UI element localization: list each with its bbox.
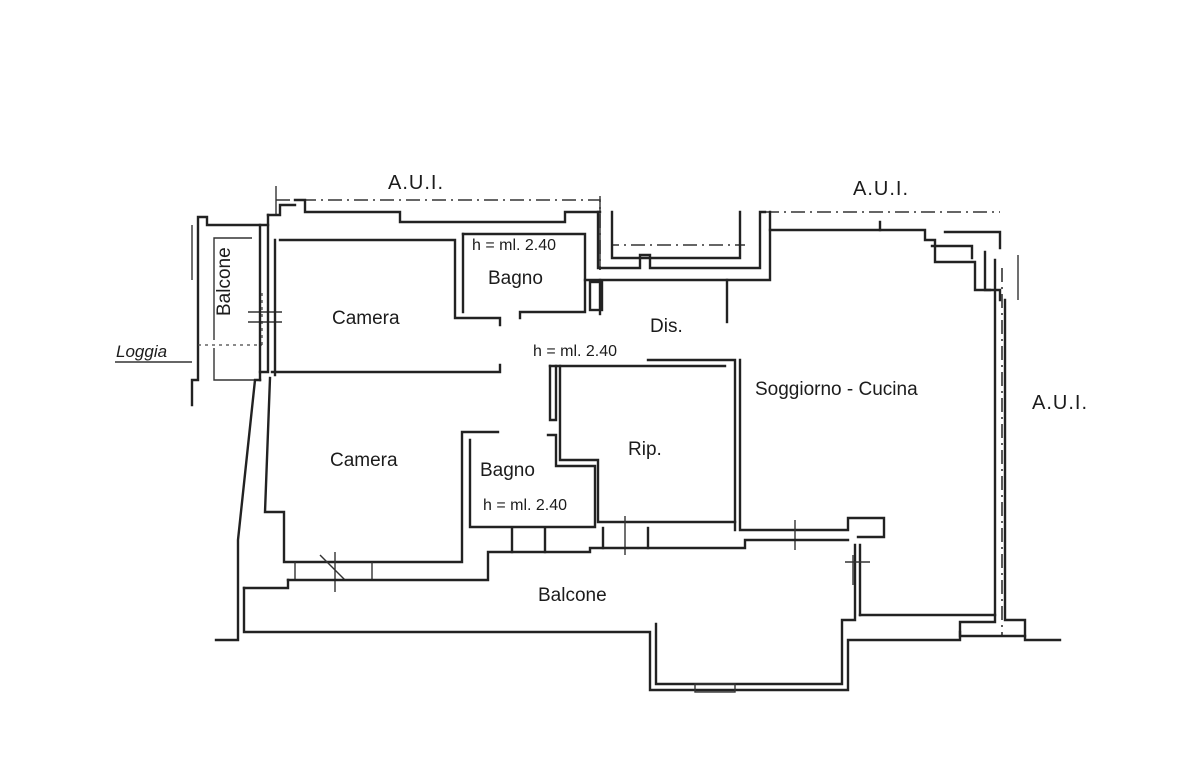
bagno-top-height-label: h = ml. 2.40 xyxy=(472,237,556,254)
dis-label: Dis. xyxy=(650,316,683,337)
bottom-balcony-label: Balcone xyxy=(538,585,607,606)
aui-label-top-right: A.U.I. xyxy=(853,178,909,200)
aui-boundary-lines xyxy=(275,186,1003,635)
aui-label-top-left: A.U.I. xyxy=(388,172,444,194)
rip-walls xyxy=(558,358,886,555)
camera-top-walls xyxy=(270,238,502,377)
bagno-top-walls xyxy=(461,232,604,320)
bagno-top-label: Bagno xyxy=(488,268,543,289)
loggia-label: Loggia xyxy=(116,342,167,361)
bagno-bottom-walls xyxy=(468,358,737,532)
bagno-bottom-height-label: h = ml. 2.40 xyxy=(483,497,567,514)
camera-top-label: Camera xyxy=(332,308,400,329)
rip-label: Rip. xyxy=(628,439,662,460)
bottom-balcony-walls xyxy=(242,526,962,693)
dis-height-label: h = ml. 2.40 xyxy=(533,343,617,360)
outer-walls xyxy=(214,198,1062,642)
aui-label-right: A.U.I. xyxy=(1032,392,1088,414)
soggiorno-cucina-label: Soggiorno - Cucina xyxy=(755,379,918,400)
bagno-bottom-label: Bagno xyxy=(480,460,535,481)
camera-bottom-walls xyxy=(263,376,500,592)
dis-walls xyxy=(598,278,729,324)
left-balcony-label: Balcone xyxy=(214,247,235,316)
left-balcony xyxy=(115,215,282,407)
camera-bottom-label: Camera xyxy=(330,450,398,471)
